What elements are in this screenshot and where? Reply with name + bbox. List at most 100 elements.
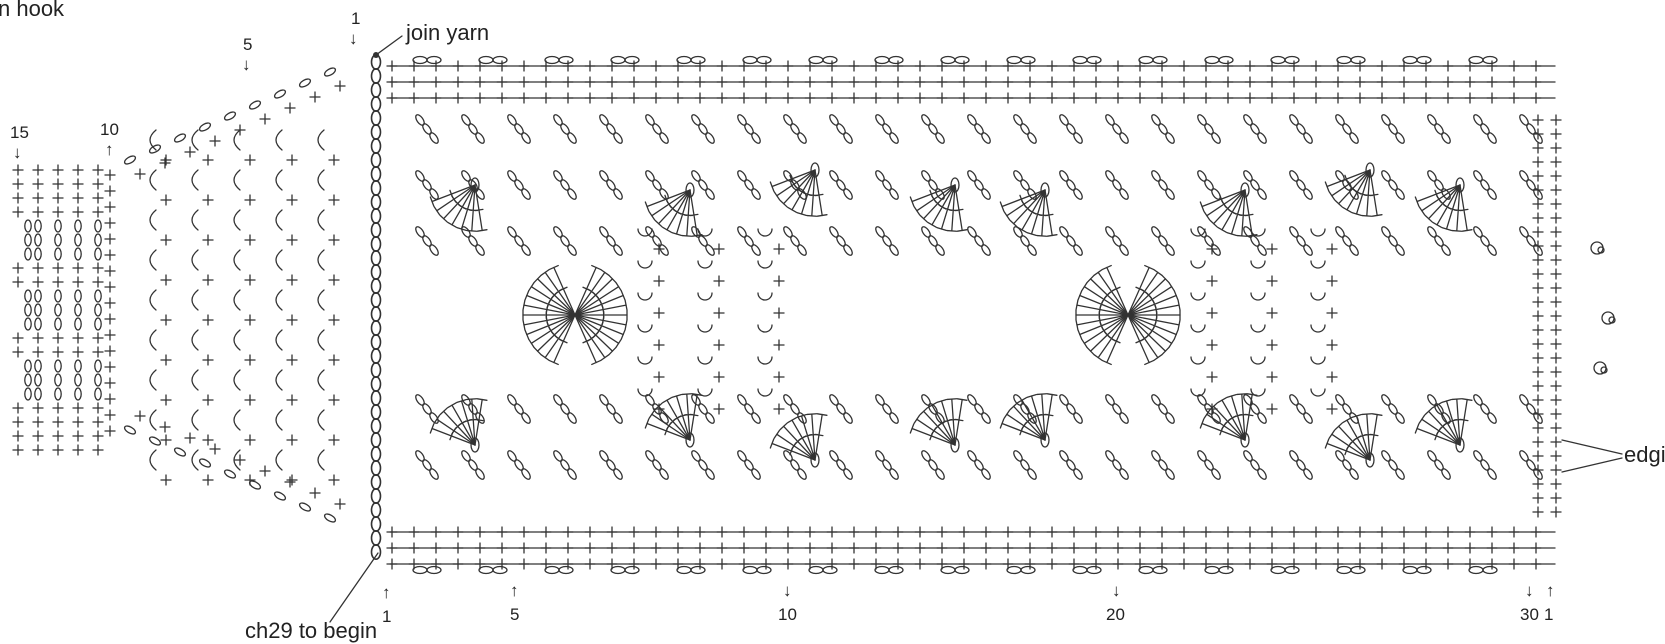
chain-stitch (461, 450, 471, 462)
chain-stitch (521, 188, 531, 200)
chain-stitch (882, 403, 892, 415)
foundation-chain-link (370, 319, 382, 336)
dc-stitch (1369, 169, 1378, 217)
chain-stitch (737, 394, 747, 406)
chain-stitch (223, 111, 237, 121)
chain-stitch (613, 468, 623, 480)
chain-stitch (967, 114, 977, 126)
picot-stitch (697, 260, 713, 269)
dc-stitch (1030, 189, 1046, 235)
chain-stitch (783, 226, 793, 238)
row-label-bottom-5: 5 (510, 605, 519, 624)
chain-stitch (1112, 123, 1122, 135)
dc-stitch (791, 169, 816, 211)
dc-stitch-top (936, 398, 947, 404)
dc-stitch-top (600, 354, 610, 361)
chain-stitch (1441, 412, 1451, 424)
dc-stitch-top (644, 201, 650, 212)
dc-stitch (1326, 442, 1371, 461)
dc-stitch (574, 294, 624, 316)
dc-stitch-top (456, 398, 467, 404)
dc-stitch-top (1342, 417, 1352, 424)
dc-stitch-top (1328, 191, 1336, 201)
dc-stitch-bar (929, 189, 934, 199)
foundation-chain-link (370, 96, 382, 113)
chain-stitch (1165, 468, 1175, 480)
chain-stitch (685, 182, 695, 198)
chain-stitch (1020, 565, 1036, 575)
dc-stitch (1106, 266, 1129, 316)
picot-stitch (1310, 388, 1326, 397)
dc-stitch-top (773, 429, 781, 439)
dc-stitch-top (1026, 393, 1037, 399)
crescent-stitch (149, 289, 157, 311)
arrow-top-1: ↓ (349, 29, 358, 48)
dc-stitch (431, 184, 476, 203)
chain-stitch (974, 403, 984, 415)
chain-stitch (1152, 55, 1168, 65)
chain-stitch (1073, 188, 1083, 200)
chain-stitch (751, 188, 761, 200)
chain-stitch (1349, 244, 1359, 256)
dc-stitch (686, 189, 691, 237)
chain-stitch (705, 468, 715, 480)
dc-stitch-top (1075, 299, 1079, 311)
dc-stitch-top (429, 423, 435, 434)
picot-stitch (1190, 292, 1206, 301)
chain-stitch (24, 387, 32, 401)
crescent-stitch (149, 129, 157, 151)
dc-stitch (574, 314, 597, 364)
dc-stitch (1230, 395, 1246, 441)
chain-stitch (606, 179, 616, 191)
chain-stitch (1211, 412, 1221, 424)
chain-stitch (558, 565, 574, 575)
dc-stitch (800, 169, 816, 215)
edging-leader-1 (1561, 439, 1623, 455)
chain-stitch (323, 67, 337, 77)
chain-stitch (1270, 55, 1286, 65)
foundation-chain-link (370, 236, 382, 253)
chain-stitch (426, 55, 442, 65)
dc-stitch (771, 442, 816, 461)
chain-stitch (613, 132, 623, 144)
row-label-left-15: 15 (10, 123, 29, 142)
crescent-stitch (275, 209, 283, 231)
dc-stitch (1089, 278, 1129, 316)
dc-stitch-bar (1112, 286, 1121, 292)
dc-stitch-top (662, 226, 672, 233)
chain-stitch (645, 114, 655, 126)
chain-stitch (74, 289, 82, 303)
chain-stitch (1416, 55, 1432, 65)
dc-stitch (686, 393, 691, 441)
chain-stitch (1211, 188, 1221, 200)
dc-stitch-top (779, 199, 788, 208)
chain-stitch (690, 565, 706, 575)
chain-stitch (652, 179, 662, 191)
chain-stitch (34, 233, 42, 247)
dc-stitch-top (773, 191, 781, 201)
chain-stitch (475, 132, 485, 144)
chain-stitch (921, 450, 931, 462)
chain-stitch (415, 170, 425, 182)
dc-stitch (1097, 271, 1129, 316)
chain-stitch (921, 394, 931, 406)
dc-stitch (922, 184, 956, 220)
dc-stitch-top (913, 206, 921, 216)
chain-stitch (954, 565, 970, 575)
crescent-stitch (233, 249, 241, 271)
picot-stitch (757, 356, 773, 365)
chain-stitch (1434, 235, 1444, 247)
chain-stitch (744, 179, 754, 191)
chain-stitch (1388, 459, 1398, 471)
chain-stitch (874, 565, 890, 575)
chain-stitch (1066, 403, 1076, 415)
chain-stitch (737, 450, 747, 462)
chain-stitch (889, 132, 899, 144)
crescent-stitch (191, 369, 199, 391)
chain-stitch (645, 226, 655, 238)
chain-stitch (940, 55, 956, 65)
dc-stitch (651, 189, 691, 217)
arrow-bottom-5: ↑ (510, 581, 519, 600)
chain-stitch (1473, 450, 1483, 462)
chain-stitch (34, 317, 42, 331)
